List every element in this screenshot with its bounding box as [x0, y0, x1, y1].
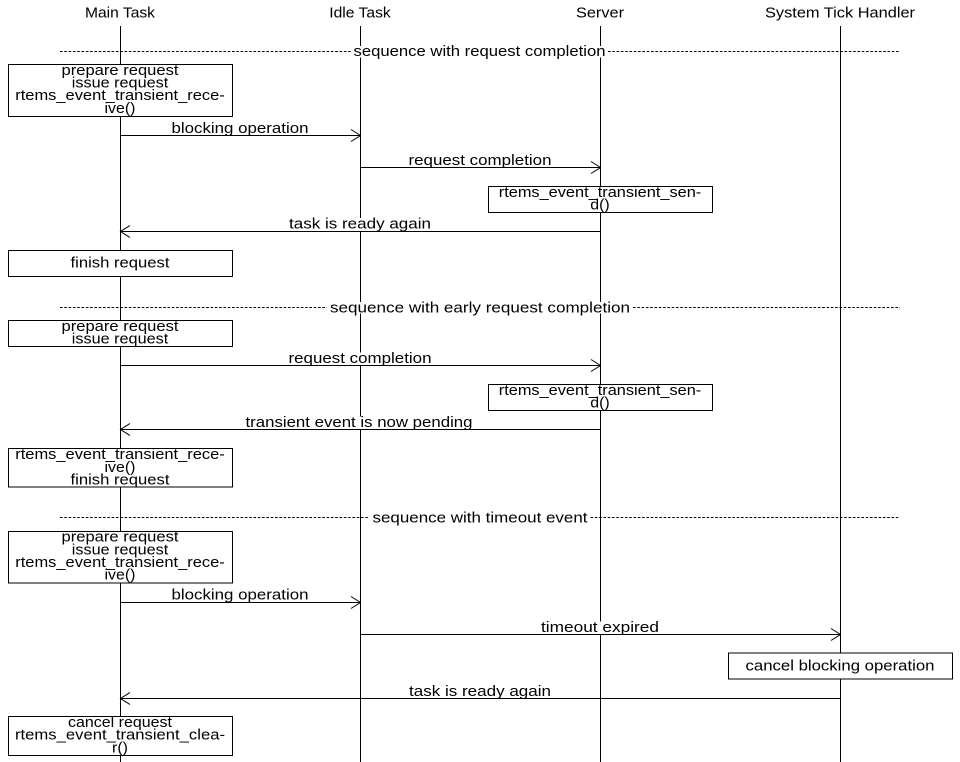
- svg-text:sequence with timeout event: sequence with timeout event: [373, 510, 589, 527]
- svg-text:cancel blocking operation: cancel blocking operation: [746, 658, 935, 675]
- svg-text:rtems_event_transient_sen-: rtems_event_transient_sen-: [499, 184, 702, 201]
- svg-text:blocking operation: blocking operation: [172, 587, 309, 604]
- svg-text:blocking operation: blocking operation: [172, 120, 309, 137]
- svg-text:rtems_event_transient_clea-: rtems_event_transient_clea-: [15, 727, 225, 744]
- svg-text:task is ready again: task is ready again: [409, 683, 551, 700]
- svg-text:issue request: issue request: [72, 75, 169, 92]
- svg-text:Main Task: Main Task: [85, 5, 156, 22]
- svg-text:sequence with early request co: sequence with early request completion: [330, 299, 630, 316]
- svg-text:rtems_event_transient_rece-: rtems_event_transient_rece-: [15, 87, 225, 104]
- svg-text:rtems_event_transient_rece-: rtems_event_transient_rece-: [15, 554, 225, 571]
- svg-text:task is ready again: task is ready again: [289, 216, 431, 233]
- svg-text:r(): r(): [112, 739, 128, 756]
- svg-text:transient event is now pending: transient event is now pending: [246, 414, 473, 431]
- svg-text:d(): d(): [590, 197, 610, 214]
- svg-text:ive(): ive(): [105, 100, 136, 117]
- svg-text:request completion: request completion: [409, 152, 552, 169]
- svg-text:rtems_event_transient_rece-: rtems_event_transient_rece-: [15, 446, 225, 463]
- svg-text:request completion: request completion: [289, 350, 432, 367]
- svg-text:issue request: issue request: [72, 541, 169, 558]
- svg-text:rtems_event_transient_sen-: rtems_event_transient_sen-: [499, 382, 702, 399]
- svg-text:prepare request: prepare request: [62, 62, 180, 79]
- svg-text:ive(): ive(): [105, 567, 136, 584]
- svg-text:System Tick Handler: System Tick Handler: [765, 5, 915, 22]
- svg-text:sequence with request completi: sequence with request completion: [354, 43, 606, 60]
- svg-text:timeout expired: timeout expired: [541, 619, 659, 636]
- svg-text:issue request: issue request: [72, 331, 169, 348]
- svg-text:Idle Task: Idle Task: [329, 5, 391, 22]
- svg-text:cancel request: cancel request: [68, 714, 173, 731]
- svg-text:finish request: finish request: [71, 472, 171, 489]
- svg-text:finish request: finish request: [71, 255, 171, 272]
- svg-text:prepare request: prepare request: [62, 318, 180, 335]
- svg-text:Server: Server: [576, 5, 624, 22]
- svg-text:ive(): ive(): [105, 459, 136, 476]
- svg-text:prepare request: prepare request: [62, 529, 180, 546]
- svg-text:d(): d(): [590, 395, 610, 412]
